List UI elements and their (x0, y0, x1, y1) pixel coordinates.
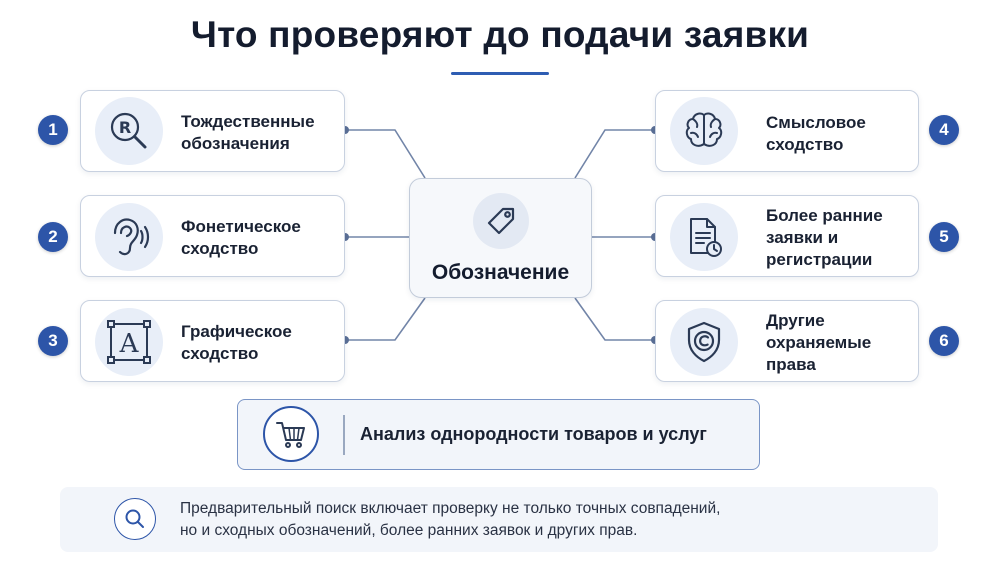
center-label: Обозначение (431, 261, 570, 284)
check-label-identical: Тождественные обозначения (181, 112, 315, 153)
check-label-earlier-filings: Более ранние заявки и регистрации (766, 206, 883, 269)
goods-analysis-label: Анализ однородности товаров и услуг (360, 424, 707, 444)
search-note-line-2: но и сходных обозначений, более ранних з… (180, 522, 638, 539)
number-badge-4: 4 (929, 115, 959, 145)
check-label-other-rights: Другие охраняемые права (766, 311, 872, 374)
goods-divider (343, 415, 345, 455)
title-underline (451, 72, 549, 75)
search-note-text: Предварительный поиск включает проверку … (180, 498, 900, 542)
ear-icon (95, 203, 163, 271)
cart-icon (263, 406, 319, 462)
tag-icon (473, 193, 529, 249)
check-card-graphic: A Графическое сходство (80, 300, 345, 382)
number-badge-6: 6 (929, 326, 959, 356)
page-title: Что проверяют до подачи заявки (190, 14, 810, 55)
number-badge-2: 2 (38, 222, 68, 252)
number-badge-1: 1 (38, 115, 68, 145)
number-badge-3: 3 (38, 326, 68, 356)
check-card-identical: R Тождественные обозначения (80, 90, 345, 172)
brain-icon (670, 97, 738, 165)
svg-text:A: A (119, 329, 140, 359)
goods-analysis-box: Анализ однородности товаров и услуг (237, 399, 760, 470)
number-badge-5: 5 (929, 222, 959, 252)
check-card-semantic: Смысловое сходство (655, 90, 919, 172)
check-card-earlier-filings: Более ранние заявки и регистрации (655, 195, 919, 277)
document-clock-icon (670, 203, 738, 271)
letter-frame-icon: A (95, 308, 163, 376)
check-label-graphic: Графическое сходство (181, 322, 292, 363)
search-note-line-1: Предварительный поиск включает проверку … (180, 500, 721, 517)
check-card-other-rights: Другие охраняемые права (655, 300, 919, 382)
registered-magnifier-icon: R (95, 97, 163, 165)
svg-text:R: R (119, 118, 131, 137)
check-label-phonetic: Фонетическое сходство (181, 217, 301, 258)
center-card-designation: Обозначение (409, 178, 592, 298)
check-label-semantic: Смысловое сходство (766, 113, 866, 154)
search-icon (114, 498, 156, 540)
copyright-shield-icon (670, 308, 738, 376)
check-card-phonetic: Фонетическое сходство (80, 195, 345, 277)
search-note: Предварительный поиск включает проверку … (60, 487, 938, 552)
